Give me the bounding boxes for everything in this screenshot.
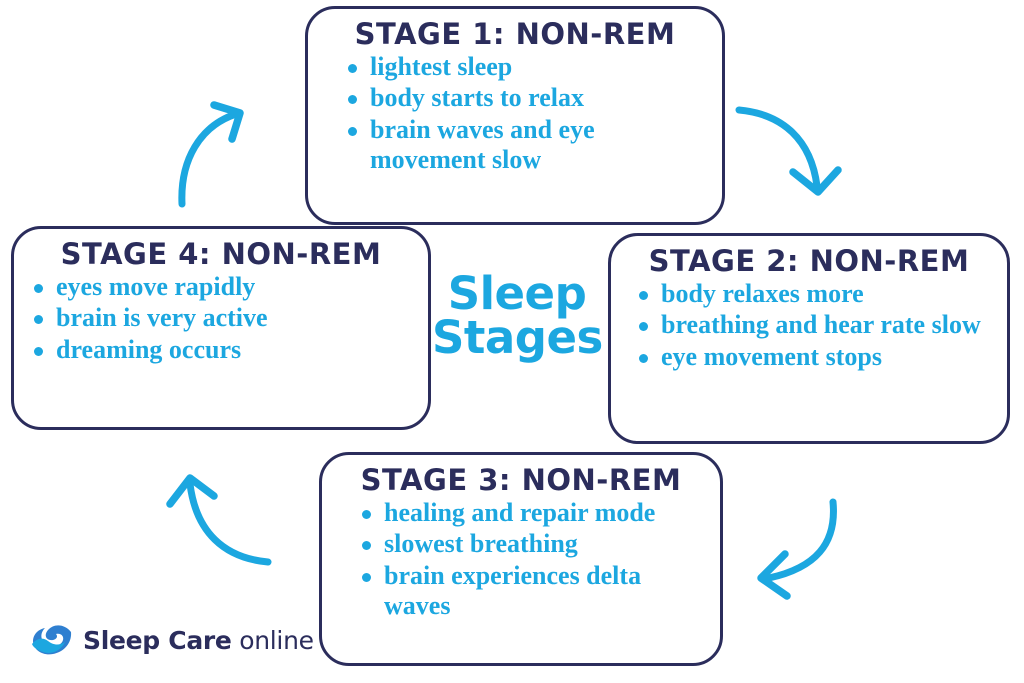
stage-2-title: STAGE 2: NON-REM: [648, 244, 970, 278]
stage-4-bullet-list: eyes move rapidly brain is very active d…: [30, 272, 412, 364]
stage-2-card: STAGE 2: NON-REM body relaxes more breat…: [608, 233, 1010, 444]
stage-3-card: STAGE 3: NON-REM healing and repair mode…: [319, 452, 723, 666]
list-item: body relaxes more: [627, 279, 991, 309]
list-item: brain waves and eye movement slow: [324, 115, 706, 175]
list-item: lightest sleep: [324, 52, 706, 82]
stage-1-title: STAGE 1: NON-REM: [354, 17, 676, 51]
list-item: brain experiences delta waves: [338, 561, 704, 621]
list-item: healing and repair mode: [338, 498, 704, 528]
stage-4-card: STAGE 4: NON-REM eyes move rapidly brain…: [11, 226, 431, 430]
brand-logo-text: Sleep Care online: [83, 626, 314, 655]
page-title-line-2: Stages: [432, 311, 603, 365]
list-item: brain is very active: [30, 303, 412, 333]
stage-4-title: STAGE 4: NON-REM: [60, 237, 382, 271]
brand-name-light: online: [231, 625, 314, 655]
stage-1-card: STAGE 1: NON-REM lightest sleep body sta…: [305, 6, 725, 225]
stage-3-title: STAGE 3: NON-REM: [360, 463, 682, 497]
arrow-stage3-to-stage4-icon: [166, 474, 272, 566]
list-item: eyes move rapidly: [30, 272, 412, 302]
list-item: breathing and hear rate slow: [627, 310, 991, 340]
wave-swoosh-icon: [32, 625, 72, 655]
list-item: body starts to relax: [324, 83, 706, 113]
list-item: slowest breathing: [338, 529, 704, 559]
list-item: eye movement stops: [627, 342, 991, 372]
arrow-stage1-to-stage2-icon: [735, 106, 842, 196]
stage-3-bullet-list: healing and repair mode slowest breathin…: [338, 498, 704, 621]
brand-logo[interactable]: Sleep Care online: [30, 623, 314, 657]
page-title-line-1: Sleep: [447, 267, 587, 320]
brand-name-bold: Sleep Care: [83, 625, 232, 655]
arrow-stage4-to-stage1-icon: [178, 101, 244, 208]
page-title: Sleep Stages: [432, 267, 603, 365]
stage-2-bullet-list: body relaxes more breathing and hear rat…: [627, 279, 991, 371]
arrow-stage2-to-stage3-icon: [757, 498, 837, 600]
stage-1-bullet-list: lightest sleep body starts to relax brai…: [324, 52, 706, 175]
list-item: dreaming occurs: [30, 335, 412, 365]
